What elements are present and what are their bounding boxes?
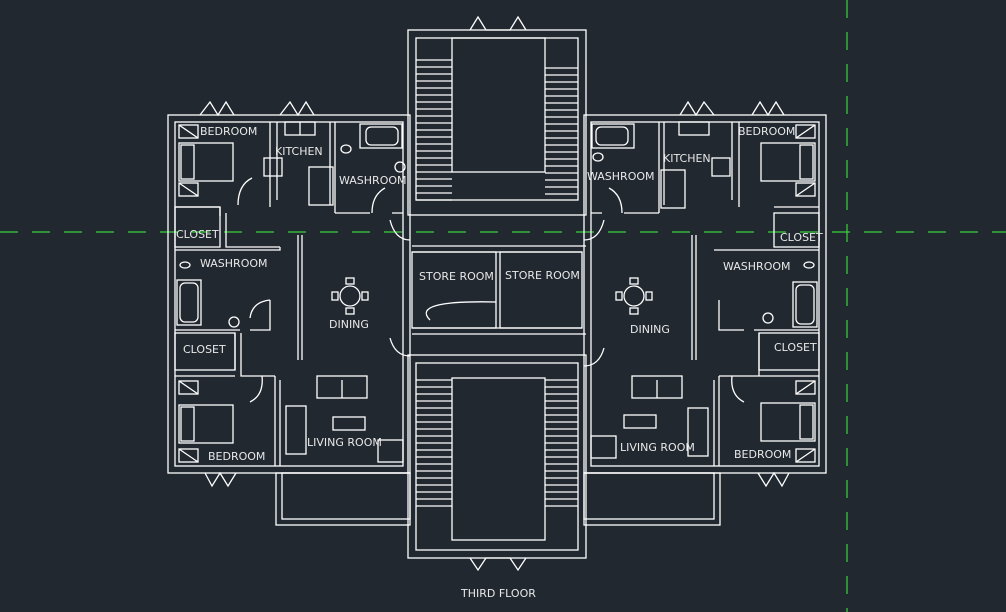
room-label: WASHROOM [200, 257, 268, 270]
room-label: CLOSET [183, 343, 226, 356]
room-label: CLOSET [774, 341, 817, 354]
room-label: CLOSET [176, 228, 219, 241]
central-core [407, 15, 587, 572]
room-label: KITCHEN [275, 145, 323, 158]
room-label: WASHROOM [723, 260, 791, 273]
room-label: CLOSET [780, 231, 823, 244]
room-label: DINING [329, 318, 369, 331]
room-label: WASHROOM [339, 174, 407, 187]
room-label: LIVING ROOM [307, 436, 382, 449]
room-label: STORE ROOM [419, 270, 494, 283]
drawing-title: THIRD FLOOR [460, 587, 536, 600]
room-label: DINING [630, 323, 670, 336]
left-apartment [167, 100, 411, 526]
room-label: BEDROOM [734, 448, 791, 461]
room-label: STORE ROOM [505, 269, 580, 282]
room-label: BEDROOM [200, 125, 257, 138]
lower-stair-treads [416, 379, 578, 507]
room-label: BEDROOM [208, 450, 265, 463]
upper-stair-treads [416, 59, 578, 201]
room-label: LIVING ROOM [620, 441, 695, 454]
right-apartment [583, 100, 827, 526]
room-label: KITCHEN [663, 152, 711, 165]
room-label: WASHROOM [587, 170, 655, 183]
room-label: BEDROOM [738, 125, 795, 138]
